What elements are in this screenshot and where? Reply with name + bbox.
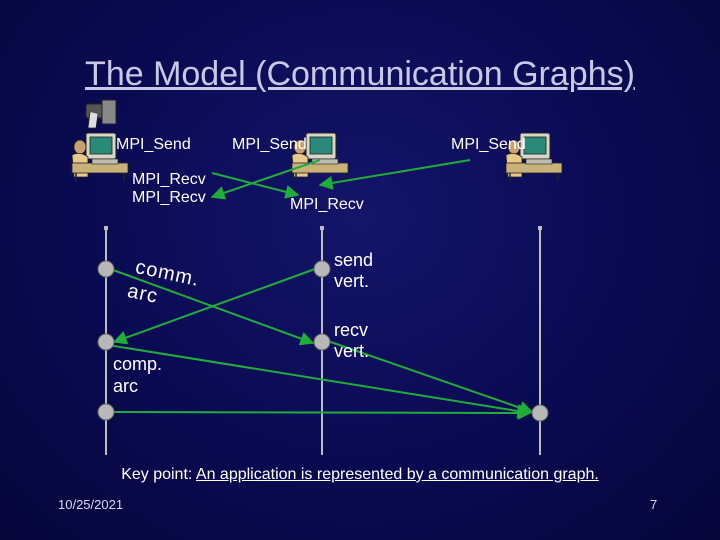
recv-vert-label-line1: recv — [334, 320, 369, 340]
key-point-text: An application is represented by a commu… — [195, 466, 599, 483]
node-label-left-send: MPI_Send — [116, 136, 191, 153]
comp-arc-edge-2 — [107, 405, 532, 420]
node-label-middle-recv: MPI_Recv — [290, 196, 364, 213]
slide-number: 7 — [650, 497, 658, 512]
message-arrow-3 — [318, 159, 471, 190]
comm-arc-edge-2 — [112, 268, 316, 345]
telephone-icon — [85, 99, 117, 129]
comp-arc-label-line2: arc — [113, 376, 139, 396]
comm-arc-edge-3 — [327, 340, 534, 415]
key-point-prefix: Key point: — [121, 466, 193, 483]
key-point: Key point: An application is represented… — [0, 466, 720, 484]
node-label-right-send: MPI_Send — [451, 136, 526, 153]
message-arrow-2 — [210, 159, 321, 200]
comp-arc-edge-1 — [107, 344, 532, 418]
vertex-right-1 — [531, 404, 549, 422]
vertex-left-2 — [97, 333, 115, 351]
node-label-left-recv-1: MPI_Recv — [132, 171, 206, 188]
vertex-middle-2 — [313, 333, 331, 351]
node-label-middle-send: MPI_Send — [232, 136, 307, 153]
send-vert-label-line1: send — [334, 250, 374, 270]
vertex-left-1 — [97, 260, 115, 278]
vertex-middle-1 — [313, 260, 331, 278]
recv-vert-label-line2: vert. — [334, 341, 370, 361]
comp-arc-label-line1: comp. — [113, 354, 163, 374]
node-label-left-recv-2: MPI_Recv — [132, 189, 206, 206]
footer-date: 10/25/2021 — [58, 497, 124, 512]
message-arrow-1 — [211, 172, 300, 199]
vertex-left-3 — [97, 403, 115, 421]
send-vert-label-line2: vert. — [334, 271, 370, 291]
slide-title: The Model (Communication Graphs) — [85, 55, 635, 93]
